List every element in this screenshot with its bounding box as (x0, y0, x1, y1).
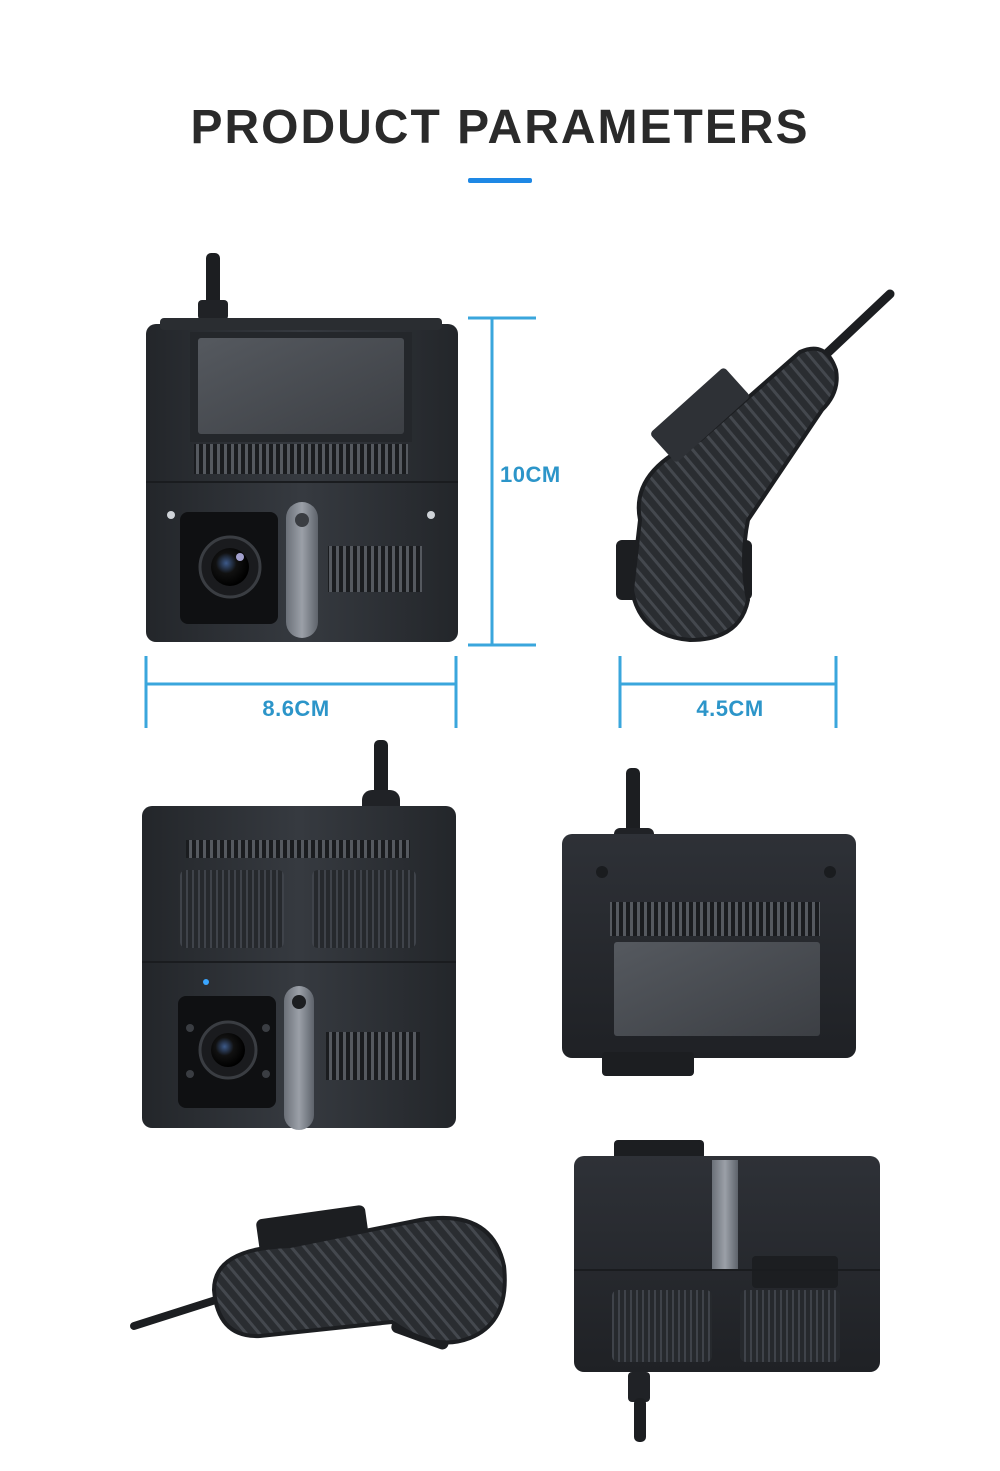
bottom-view-device (574, 1140, 880, 1442)
front-view-device (146, 253, 458, 642)
height-dimension-label: 10CM (500, 462, 561, 487)
width-dimension-line (144, 656, 458, 728)
top-view-device (562, 768, 856, 1076)
depth-dimension-line (618, 656, 838, 728)
height-dimension-line (468, 316, 536, 647)
title-underline (468, 178, 532, 183)
depth-dimension-label: 4.5CM (696, 696, 764, 721)
mount-device (130, 1205, 507, 1350)
rear-view-device (142, 740, 456, 1130)
page-title: PRODUCT PARAMETERS (190, 101, 810, 154)
width-dimension-label: 8.6CM (262, 696, 330, 721)
side-view-device (616, 289, 895, 643)
